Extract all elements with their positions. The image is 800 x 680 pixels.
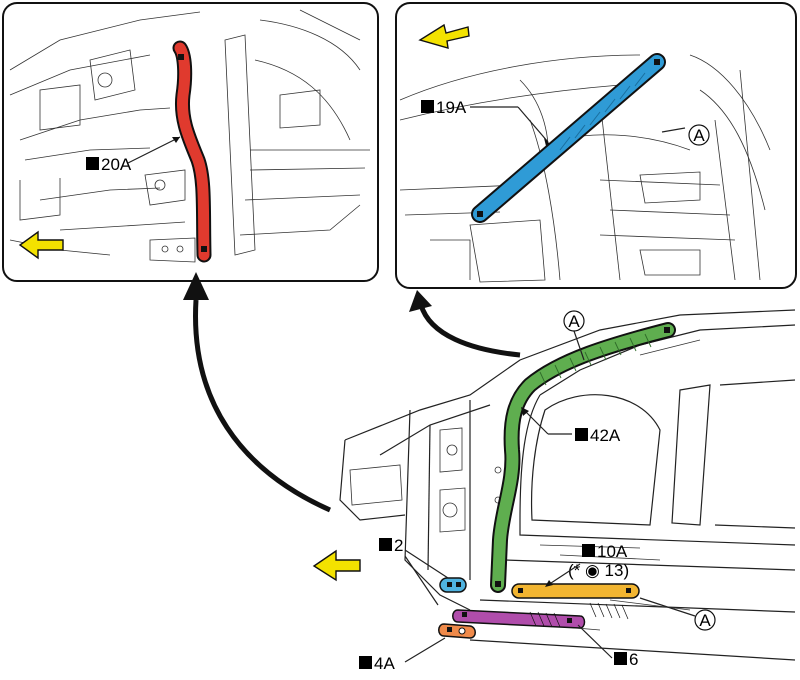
reference-a-top-icon: A — [661, 124, 710, 146]
label-42a: 42A — [590, 426, 621, 445]
callout-marker-19a — [421, 100, 434, 113]
svg-text:A: A — [693, 126, 705, 145]
callout-10a: 10A (* ◉ 13) — [545, 542, 629, 587]
connector-arrow-to-right-inset — [409, 290, 521, 358]
svg-text:A: A — [568, 312, 580, 331]
reference-a-bottom-icon: A — [639, 597, 716, 631]
inset-roof-rail: 19A A — [395, 2, 797, 289]
callout-marker-20a — [86, 157, 99, 170]
part-4a — [438, 623, 476, 639]
label-2: 2 — [394, 536, 403, 555]
callout-4a: 4A — [359, 637, 446, 673]
front-direction-arrow-icon — [418, 23, 470, 49]
front-direction-arrow-icon — [18, 230, 64, 260]
reference-a-mid-icon: A — [563, 310, 585, 361]
inset-hinge-pillar: 20A — [2, 2, 379, 282]
connector-arrow-to-left-inset — [183, 272, 332, 513]
label-20a: 20A — [101, 155, 132, 174]
side-sill-10a-part — [511, 583, 640, 599]
label-4a: 4A — [374, 654, 395, 673]
label-6: 6 — [629, 650, 638, 669]
label-10a: 10A — [597, 542, 628, 561]
main-body-side-view — [339, 309, 796, 661]
svg-text:A: A — [699, 611, 711, 630]
label-19a: 19A — [436, 98, 467, 117]
callout-marker-4a — [359, 656, 372, 669]
callout-marker-2 — [379, 538, 392, 551]
bracket-2-part — [439, 577, 467, 593]
callout-42a: 42A — [521, 407, 621, 445]
label-13: (* ◉ 13) — [568, 561, 629, 580]
front-direction-arrow-icon — [312, 549, 361, 582]
callout-6: 6 — [577, 624, 638, 669]
callout-marker-42a — [575, 428, 588, 441]
callout-marker-10a — [582, 544, 595, 557]
callout-marker-6 — [614, 652, 627, 665]
side-sill-6-part — [452, 609, 586, 629]
callout-2: 2 — [379, 536, 449, 606]
